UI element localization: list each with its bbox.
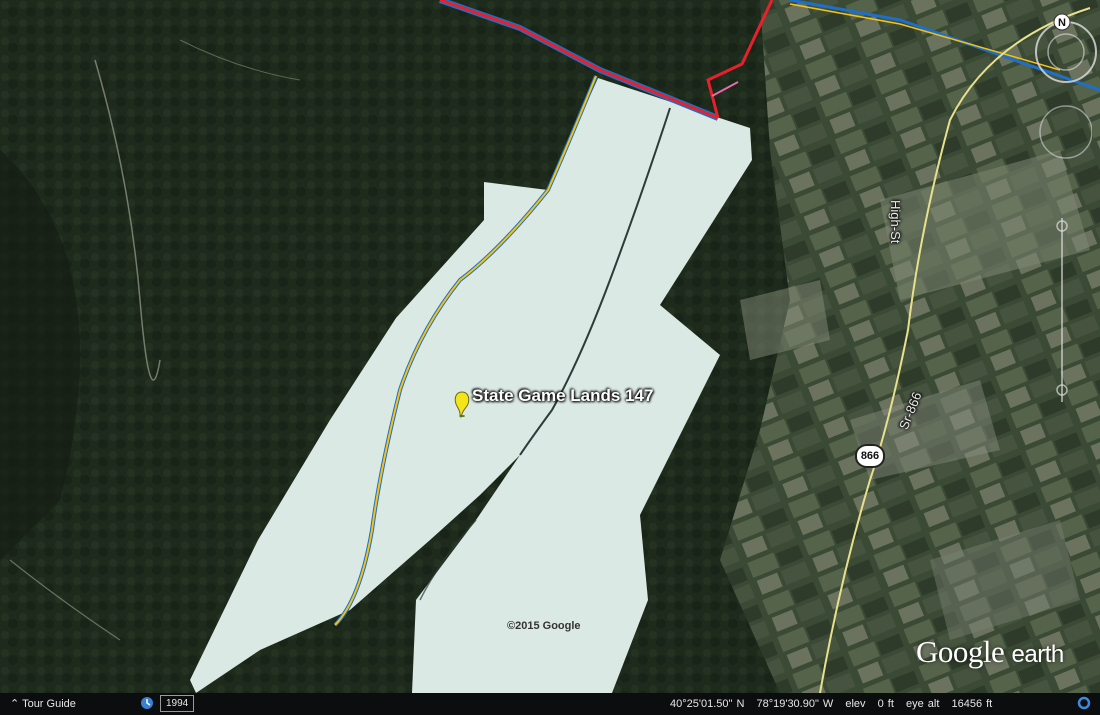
satellite-imagery: [0, 0, 1100, 693]
road-label-high-st: High-St: [888, 200, 903, 244]
elev-label: elev: [845, 698, 866, 710]
zoom-slider[interactable]: [1056, 210, 1068, 410]
game-lands-overlay[interactable]: [190, 78, 752, 693]
watermark-brand: Google: [916, 634, 1005, 669]
look-joystick-icon[interactable]: [1030, 100, 1093, 162]
navigation-compass[interactable]: N: [1026, 12, 1100, 86]
streaming-status-icon: [1077, 696, 1091, 710]
historical-imagery-icon[interactable]: [140, 696, 154, 710]
coordinate-readout: 40°25'01.50" N 78°19'30.90" W elev 0 ft …: [670, 696, 1000, 712]
eye-alt-label: eye alt: [905, 698, 940, 710]
latitude-text: 40°25'01.50" N: [670, 698, 745, 710]
yellow-trail-path: [334, 75, 597, 626]
longitude-text: 78°19'30.90" W: [756, 698, 834, 710]
eye-alt-value: 16456 ft: [951, 698, 993, 710]
route-866-shield: 866: [855, 444, 885, 468]
highway-line: [819, 7, 1091, 693]
pushpin-icon[interactable]: [452, 390, 472, 419]
placemark-label[interactable]: State Game Lands 147: [472, 386, 654, 405]
compass-north-letter: N: [1058, 17, 1066, 29]
status-bar: ⌃ Tour Guide 1994 40°25'01.50" N 78°19'3…: [0, 693, 1100, 715]
elev-value: 0 ft: [877, 698, 894, 710]
tour-guide-button[interactable]: ⌃ Tour Guide: [10, 698, 76, 710]
boundary-red-line: [439, 0, 719, 120]
imagery-date-badge[interactable]: 1994: [160, 695, 195, 712]
google-earth-watermark: Google earth: [916, 634, 1064, 670]
copyright-text: ©2015 Google: [507, 620, 581, 632]
watermark-product: earth: [1011, 641, 1065, 668]
